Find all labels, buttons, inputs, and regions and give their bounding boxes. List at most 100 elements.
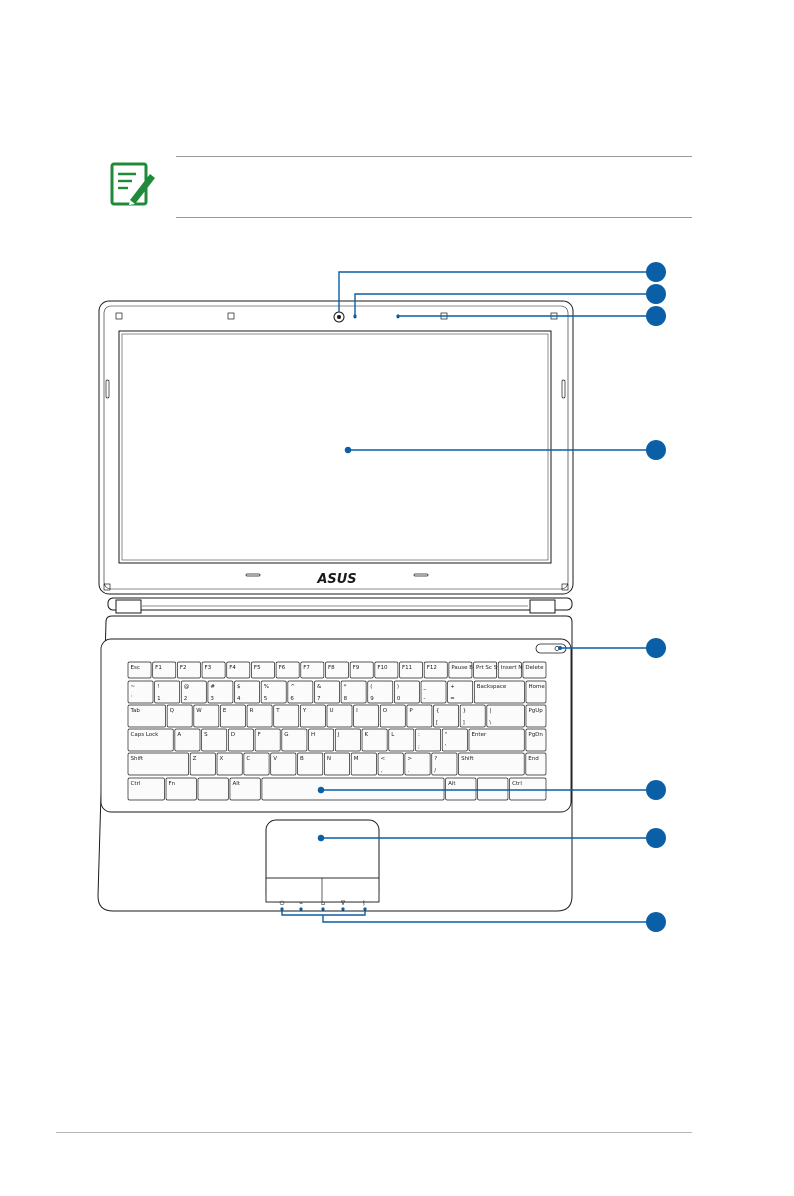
key-z-8-label: <, — [381, 756, 386, 774]
key-num-7 — [314, 680, 340, 704]
key-z-12 — [525, 752, 547, 776]
key-z-8 — [377, 752, 404, 776]
key-q-5-label: T — [275, 708, 280, 714]
key-num-5-label: %5 — [264, 684, 269, 702]
key-sp-5 — [445, 777, 477, 801]
key-z-10 — [431, 752, 458, 776]
key-z-3 — [243, 752, 270, 776]
key-fn-4-label: F4 — [229, 665, 236, 671]
key-q-2-label: W — [196, 708, 202, 714]
key-z-12-label: End — [528, 756, 538, 762]
key-fn-5 — [251, 661, 275, 679]
callout-leaders — [280, 271, 655, 923]
key-q-3 — [220, 704, 246, 728]
callout-badges — [646, 262, 666, 932]
key-sp-5-label: Alt — [448, 781, 456, 787]
key-q-14 — [525, 704, 547, 728]
key-fn-2-label: F2 — [180, 665, 187, 671]
key-z-9-label: >. — [407, 756, 412, 774]
key-num-2-label: @2 — [184, 684, 190, 702]
key-fn-14-label: Prt Sc SysRq — [476, 665, 511, 671]
key-q-13-label: |\ — [489, 708, 491, 726]
key-sp-0 — [127, 777, 165, 801]
key-fn-3 — [201, 661, 226, 679]
key-a-13 — [525, 728, 547, 752]
key-q-10 — [406, 704, 433, 728]
key-a-12 — [468, 728, 525, 752]
key-fn-11 — [399, 661, 423, 679]
key-a-13-label: PgDn — [528, 732, 543, 738]
key-num-9-label: (9 — [370, 684, 374, 702]
wireless-indicator-icon: ∇ — [340, 900, 346, 907]
key-z-3-label: C — [246, 756, 250, 762]
key-z-7 — [350, 752, 377, 776]
key-q-4-label: R — [250, 708, 254, 714]
key-q-11 — [433, 704, 459, 728]
key-q-6-label: Y — [302, 708, 307, 714]
key-a-4 — [254, 728, 281, 752]
key-sp-7 — [509, 777, 547, 801]
key-q-7 — [326, 704, 353, 728]
key-sp-7-label: Ctrl — [512, 781, 522, 787]
key-num-10-label: )0 — [397, 684, 401, 702]
key-num-11-label: _- — [423, 684, 427, 702]
key-z-6 — [324, 752, 350, 776]
key-num-3-label: #3 — [210, 684, 215, 702]
hinges — [107, 597, 573, 614]
key-fn-10-label: F10 — [377, 665, 388, 671]
note-rule-top — [176, 156, 692, 157]
note-rule-bottom — [176, 217, 692, 218]
key-q-8-label: I — [356, 708, 358, 714]
key-a-5 — [281, 728, 308, 752]
callout-6 — [646, 780, 666, 800]
key-num-10 — [394, 680, 420, 704]
status-indicators: ⏻ ⌁ ⌂ ∇ ᛒ — [280, 900, 366, 907]
key-fn-5-label: F5 — [254, 665, 261, 671]
footer-rule — [56, 1132, 692, 1133]
key-q-12 — [459, 704, 486, 728]
display-panel — [118, 330, 552, 564]
key-a-6-label: H — [311, 732, 315, 738]
key-a-11 — [441, 728, 468, 752]
key-fn-13-label: Pause Break — [451, 665, 486, 671]
key-a-0 — [127, 728, 174, 752]
key-num-14 — [525, 680, 547, 704]
key-a-7 — [334, 728, 361, 752]
key-q-11-label: {[ — [436, 708, 440, 726]
key-a-0-label: Caps Lock — [131, 732, 160, 738]
bluetooth-indicator-icon: ᛒ — [362, 900, 366, 907]
key-num-11 — [420, 680, 447, 704]
key-z-5-label: B — [300, 756, 304, 762]
key-a-1-label: A — [177, 732, 181, 738]
key-q-13 — [486, 704, 525, 728]
pencil-note-icon — [110, 162, 155, 206]
key-a-11-label: "' — [445, 732, 448, 750]
key-z-2-label: X — [220, 756, 224, 762]
key-num-9 — [367, 680, 394, 704]
callout-1 — [646, 262, 666, 282]
key-sp-3 — [229, 777, 261, 801]
display-lid: ASUS — [98, 300, 574, 595]
key-fn-8 — [325, 661, 349, 679]
key-fn-15 — [497, 661, 522, 679]
key-num-1 — [154, 680, 181, 704]
key-z-6-label: N — [327, 756, 331, 762]
key-sp-1 — [165, 777, 197, 801]
key-fn-8-label: F8 — [328, 665, 335, 671]
key-a-7-label: J — [337, 732, 340, 738]
key-num-12 — [447, 680, 474, 704]
key-fn-7 — [300, 661, 325, 679]
key-q-10-label: P — [409, 708, 413, 714]
key-sp-6 — [477, 777, 509, 801]
key-num-14-label: Home — [528, 684, 545, 690]
key-z-2 — [216, 752, 243, 776]
key-num-8-label: *8 — [344, 684, 348, 702]
key-q-0 — [127, 704, 166, 728]
key-z-11-label: Shift — [461, 756, 474, 762]
key-a-1 — [174, 728, 201, 752]
key-z-1-label: Z — [193, 756, 197, 762]
key-q-5 — [273, 704, 300, 728]
key-fn-12 — [423, 661, 448, 679]
